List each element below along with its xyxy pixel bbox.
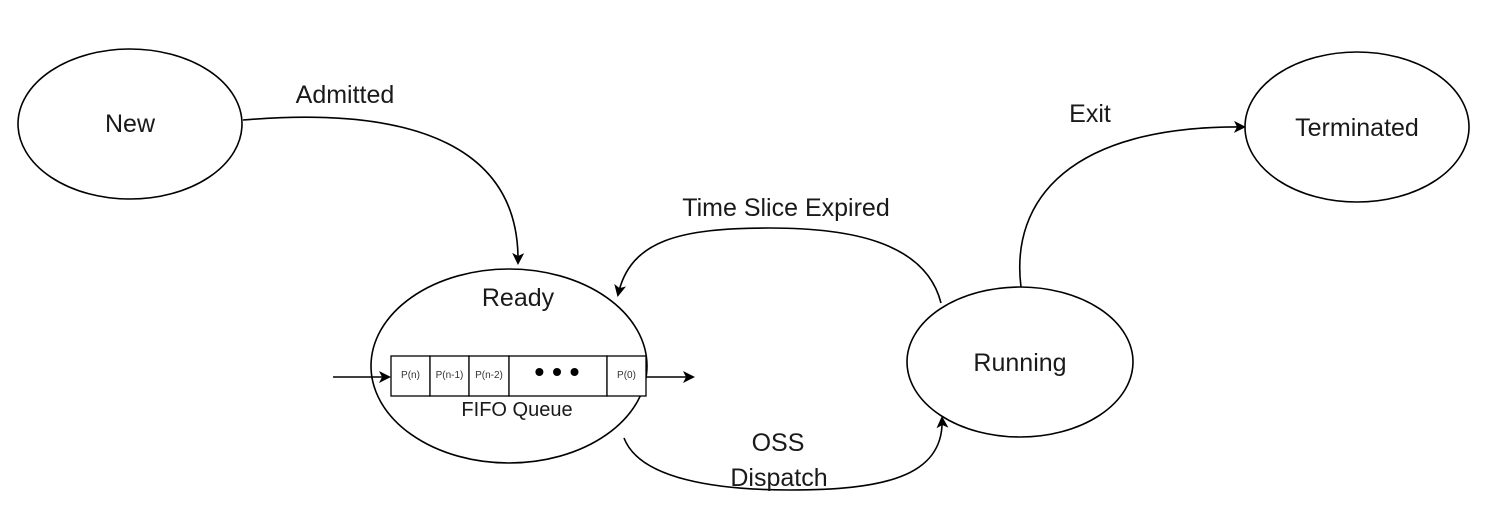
state-terminated: Terminated xyxy=(1244,51,1470,203)
fifo-queue: P(n) P(n-1) P(n-2) • • • P(0) FIFO Queue xyxy=(333,355,695,421)
transition-time-slice-expired: Time Slice Expired xyxy=(614,194,942,304)
exit-arrow xyxy=(1019,120,1246,288)
dispatch-label-line2: Dispatch xyxy=(730,464,827,492)
dispatch-arrow xyxy=(623,416,949,491)
queue-cell-p0-label: P(0) xyxy=(617,370,636,381)
state-new-shape xyxy=(17,48,243,200)
queue-cell-ellipsis-label: • • • xyxy=(535,356,580,387)
state-running-shape xyxy=(906,286,1134,438)
transition-dispatch: OSS Dispatch xyxy=(623,416,949,492)
queue-cell-pn-2 xyxy=(468,355,510,397)
dispatch-label-line1: OSS xyxy=(752,429,805,457)
transition-exit: Exit xyxy=(1019,100,1246,288)
queue-cell-ellipsis xyxy=(508,355,608,397)
time-slice-expired-arrow xyxy=(614,227,942,304)
state-new: New xyxy=(17,48,243,200)
state-ready-label: Ready xyxy=(482,284,555,312)
queue-cell-pn xyxy=(390,355,431,397)
state-terminated-label: Terminated xyxy=(1295,114,1419,142)
time-slice-expired-label: Time Slice Expired xyxy=(682,194,889,222)
transition-admitted: Admitted xyxy=(242,81,525,265)
state-new-label: New xyxy=(105,110,156,138)
queue-cell-p0 xyxy=(606,355,647,397)
queue-cell-pn-2-label: P(n-2) xyxy=(475,370,503,381)
queue-cell-pn-label: P(n) xyxy=(401,370,420,381)
exit-label: Exit xyxy=(1069,100,1111,128)
queue-label: FIFO Queue xyxy=(461,399,572,421)
state-running-label: Running xyxy=(973,349,1066,377)
state-running: Running xyxy=(906,286,1134,438)
queue-cell-pn-1-label: P(n-1) xyxy=(436,370,464,381)
admitted-arrow xyxy=(242,116,525,265)
admitted-label: Admitted xyxy=(296,81,395,109)
